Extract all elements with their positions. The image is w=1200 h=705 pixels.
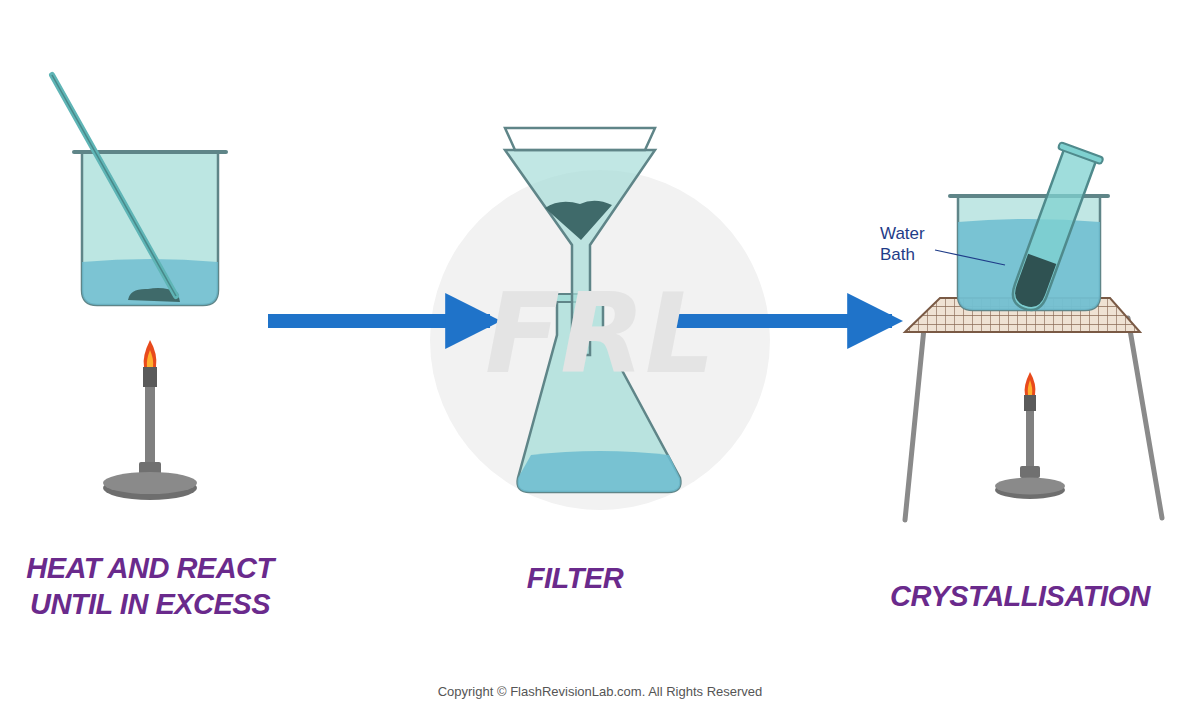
step-caption: FILTER bbox=[450, 560, 700, 596]
copyright-note: Copyright © FlashRevisionLab.com. All Ri… bbox=[300, 684, 900, 699]
watermark: FRL bbox=[450, 270, 750, 398]
step-caption: HEAT AND REACT UNTIL IN EXCESS bbox=[10, 550, 290, 622]
step-caption: CRYSTALLISATION bbox=[855, 578, 1185, 614]
part-label: Water Bath bbox=[880, 223, 940, 265]
